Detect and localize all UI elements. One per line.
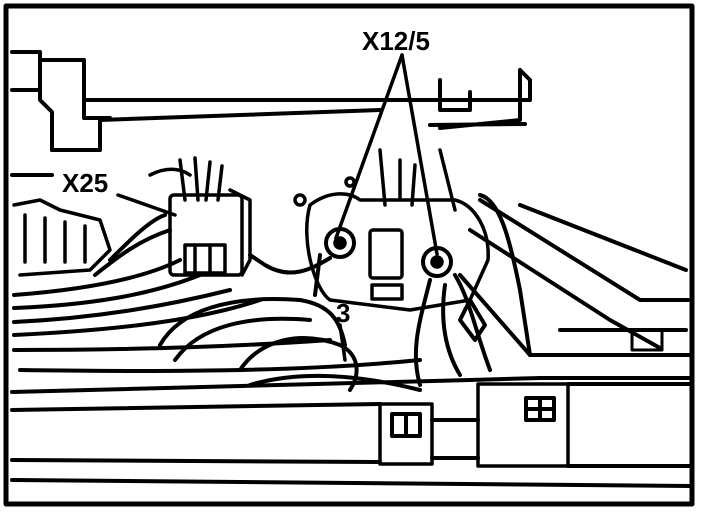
callout-x12-5: X12/5 <box>362 26 430 56</box>
leader-lines <box>116 53 439 362</box>
connector-x25 <box>148 156 252 277</box>
callout-x25: X25 <box>62 168 108 198</box>
left-connector-block <box>12 198 112 277</box>
right-panel <box>458 198 692 357</box>
bottom-rail <box>10 376 692 488</box>
housing-panel <box>10 50 532 177</box>
wire-harness <box>12 193 532 392</box>
frame-border <box>3 3 695 507</box>
callout-wiring-3: 3 <box>336 298 350 328</box>
terminal-block-x12-5 <box>293 148 490 312</box>
